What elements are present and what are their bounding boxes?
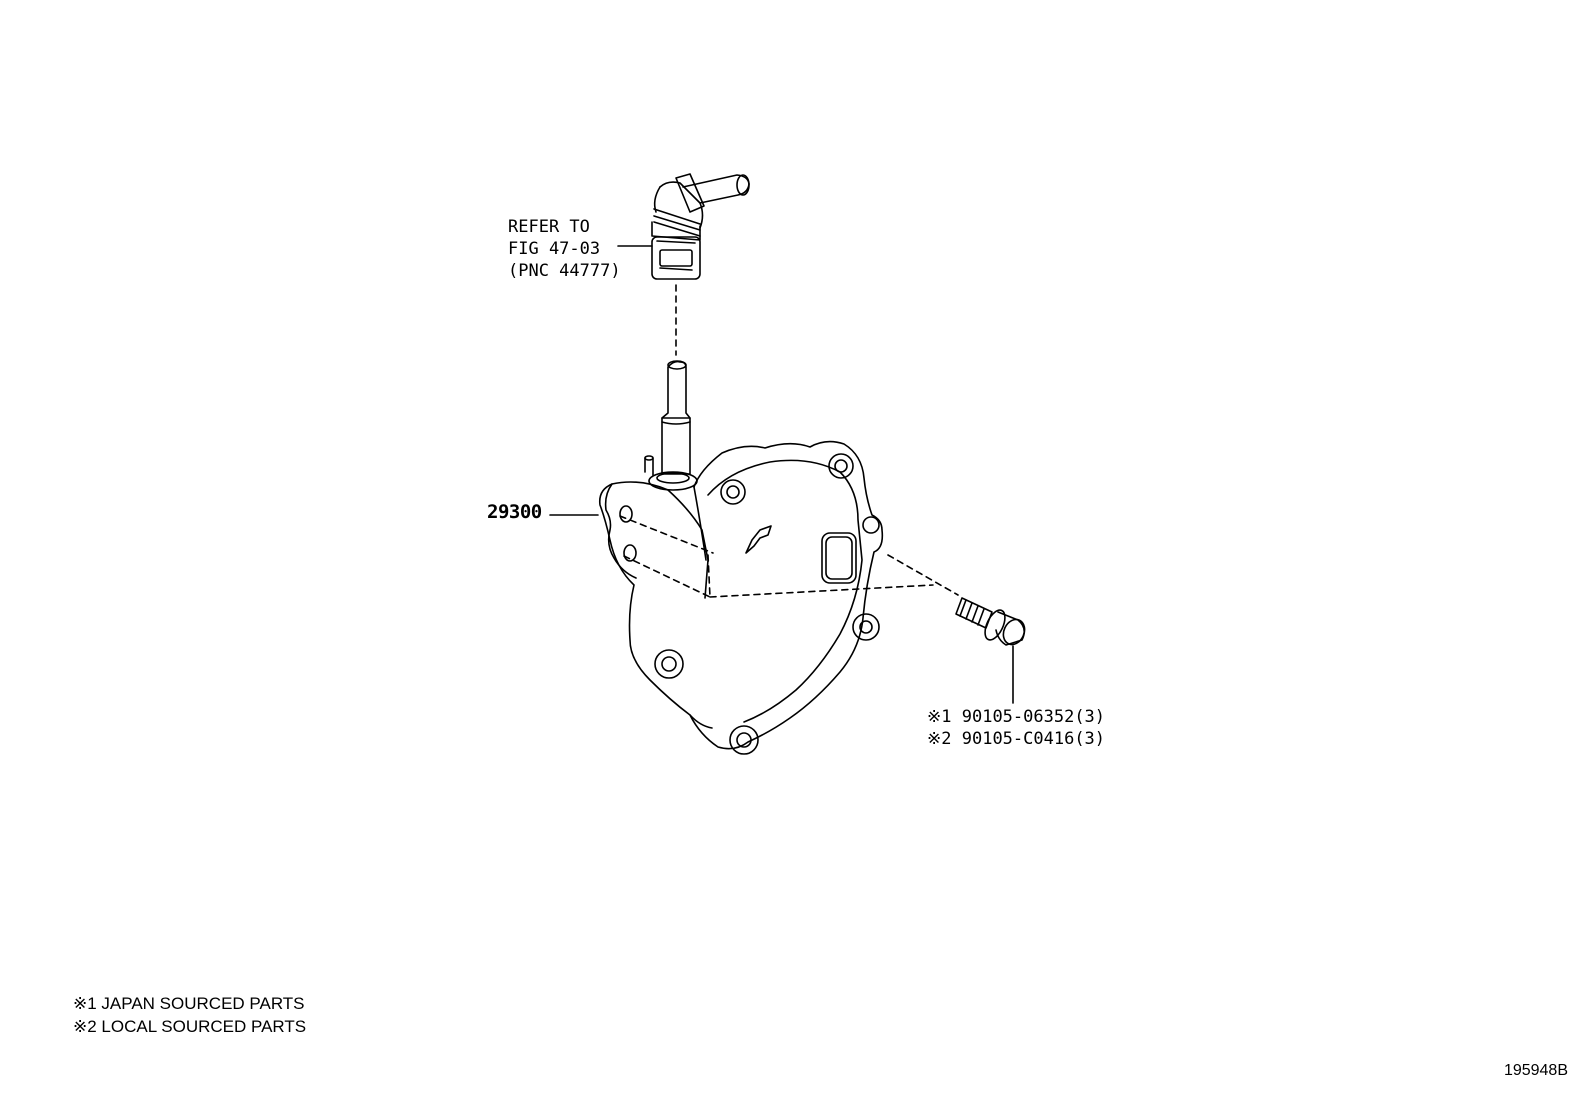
- hose-connector-drawing: [651, 173, 750, 280]
- bolt-drawing: [955, 597, 1026, 646]
- legend-mark: ※2: [73, 1017, 97, 1036]
- bolt-part-number: 90105-C0416(3): [961, 729, 1106, 749]
- vacuum-nipple-drawing: [648, 360, 698, 491]
- sourcing-mark: ※1: [927, 707, 952, 727]
- legend-row: ※1 JAPAN SOURCED PARTS: [73, 992, 306, 1015]
- vacuum-pump-drawing: [598, 440, 884, 755]
- legend-text: LOCAL SOURCED PARTS: [96, 1017, 307, 1036]
- bolt-part-number-row: ※1 90105-06352(3): [927, 706, 1105, 728]
- bolt-assembly-dashed-lines: [619, 515, 959, 598]
- reference-callout-line: FIG 47-03: [508, 239, 601, 259]
- sourcing-mark: ※2: [927, 729, 952, 749]
- bolt-part-number-row: ※2 90105-C0416(3): [927, 728, 1105, 750]
- bolt-part-number: 90105-06352(3): [961, 707, 1106, 727]
- illustration-id: 195948B: [1503, 1062, 1568, 1079]
- reference-callout-line: REFER TO: [508, 217, 590, 237]
- legend-mark: ※1: [73, 994, 97, 1013]
- pump-part-number: 29300: [487, 501, 542, 523]
- bolt-part-numbers: ※1 90105-06352(3) ※2 90105-C0416(3): [927, 706, 1105, 750]
- sourcing-legend: ※1 JAPAN SOURCED PARTS ※2 LOCAL SOURCED …: [73, 992, 306, 1038]
- reference-callout-line: (PNC 44777): [508, 261, 621, 281]
- legend-text: JAPAN SOURCED PARTS: [96, 994, 305, 1013]
- legend-row: ※2 LOCAL SOURCED PARTS: [73, 1015, 306, 1038]
- reference-callout: REFER TO FIG 47-03 (PNC 44777): [508, 216, 621, 282]
